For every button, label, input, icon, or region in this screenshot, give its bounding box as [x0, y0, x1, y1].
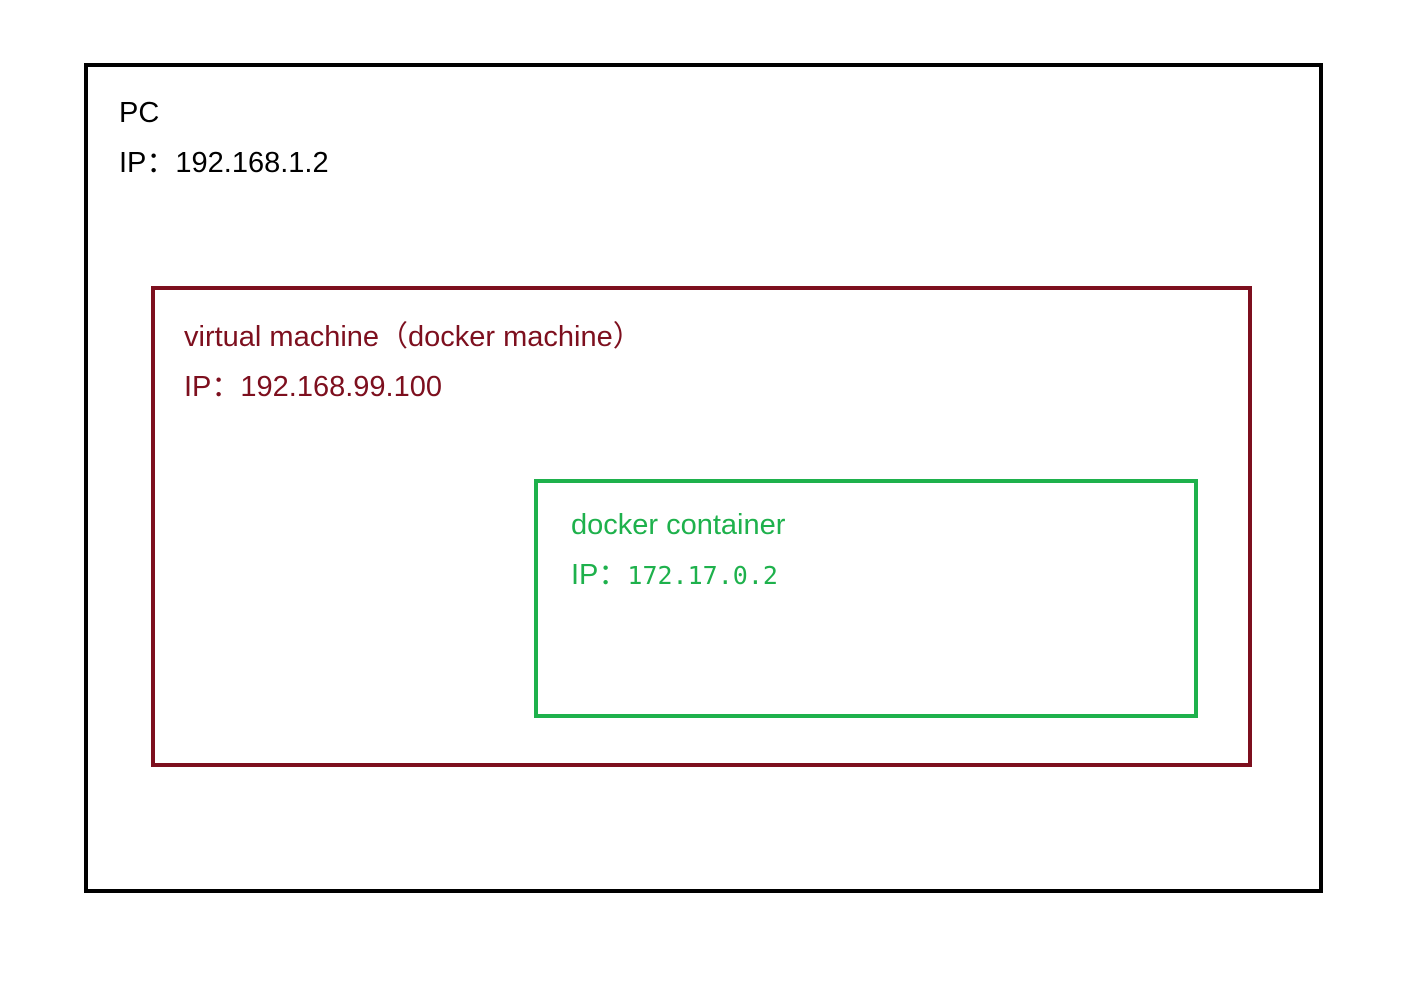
pc-title: PC: [119, 97, 160, 129]
pc-ip-line: IP：192.168.1.2: [119, 146, 329, 180]
docker-container-ip-prefix: IP：: [571, 559, 628, 591]
virtual-machine-box: [151, 286, 1252, 767]
pc-ip-value: 192.168.1.2: [175, 147, 329, 179]
docker-container-title: docker container: [571, 509, 786, 541]
pc-ip-prefix: IP：: [119, 147, 176, 179]
docker-container-ip-line: IP：172.17.0.2: [571, 558, 778, 593]
docker-container-box: [534, 479, 1198, 718]
virtual-machine-ip-value: 192.168.99.100: [240, 371, 442, 403]
virtual-machine-ip-prefix: IP：: [184, 371, 241, 403]
virtual-machine-ip-line: IP：192.168.99.100: [184, 370, 442, 404]
pc-box: [84, 63, 1323, 893]
virtual-machine-title: virtual machine（docker machine）: [184, 321, 642, 353]
docker-container-ip-value: 172.17.0.2: [627, 561, 778, 590]
